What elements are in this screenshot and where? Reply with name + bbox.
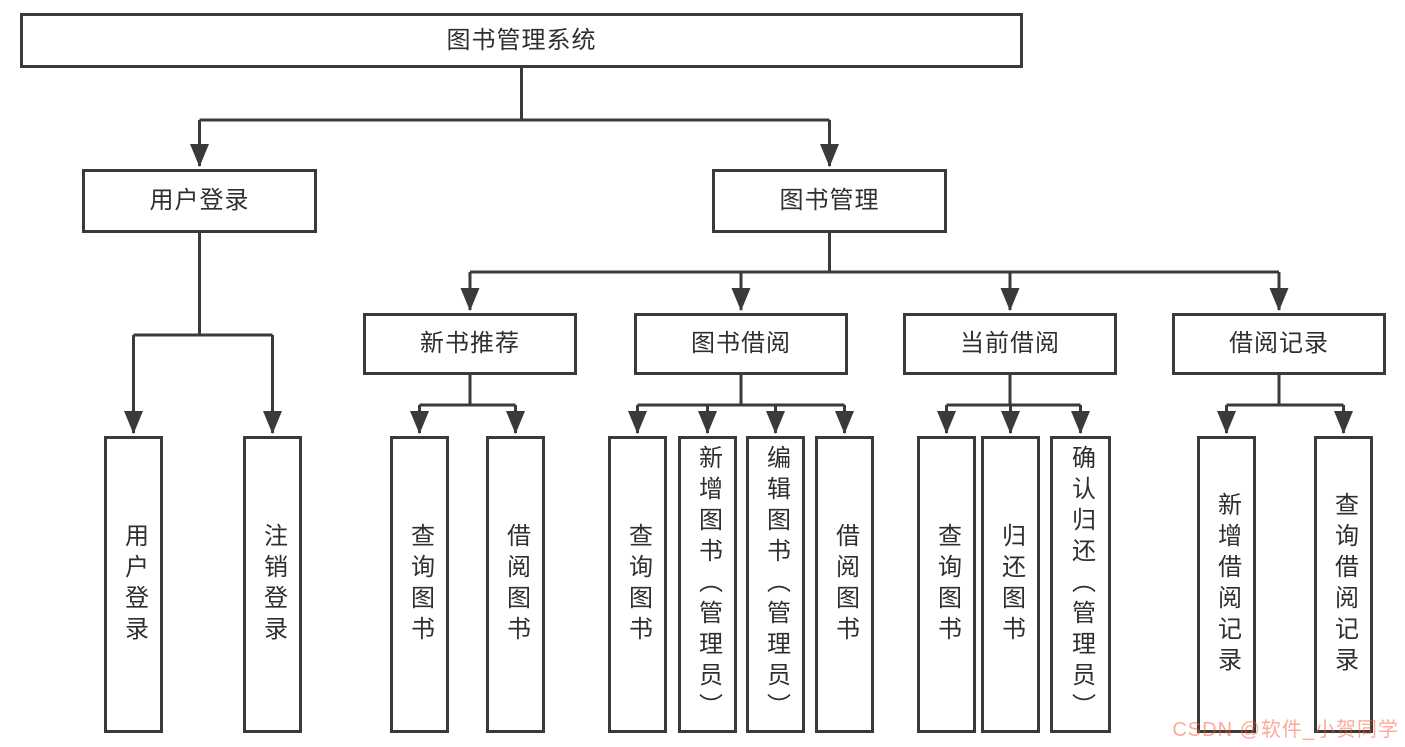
leaf-borrow-add-books-admin: 新增图书（管理员） [678,436,737,733]
leaf-logout: 注销登录 [243,436,302,733]
node-label: 新增借阅记录 [1213,491,1241,678]
node-label: 新书推荐 [420,330,520,357]
leaf-newbook-borrow-books: 借阅图书 [486,436,545,733]
node-label: 用户登录 [149,187,250,214]
node-label: 借阅图书 [831,522,859,647]
node-label: 借阅记录 [1229,330,1329,357]
node-label: 图书管理系统 [446,26,597,54]
node-label: 当前借阅 [960,330,1060,357]
leaf-borrow-borrow-books: 借阅图书 [815,436,874,733]
leaf-newbook-query-books: 查询图书 [390,436,449,733]
leaf-borrow-edit-books-admin: 编辑图书（管理员） [746,436,805,733]
node-label: 新增图书（管理员） [694,445,722,724]
node-label: 编辑图书（管理员） [762,445,790,724]
csdn-watermark: CSDN @软件_小贺同学 [1172,719,1399,741]
leaf-records-add-borrow-record: 新增借阅记录 [1197,436,1256,733]
node-label: 用户登录 [120,522,148,647]
node-label: 归还图书 [997,522,1025,647]
leaf-current-confirm-return-admin: 确认归还（管理员） [1050,436,1111,733]
node-book-borrow: 图书借阅 [634,313,848,375]
node-label: 查询图书 [406,522,434,647]
leaf-user-login: 用户登录 [104,436,163,733]
node-label: 查询图书 [624,522,652,647]
leaf-records-query-borrow-record: 查询借阅记录 [1314,436,1373,733]
node-borrow-records: 借阅记录 [1172,313,1386,375]
node-label: 注销登录 [259,522,287,647]
node-user-login: 用户登录 [82,169,317,233]
node-label: 查询图书 [933,522,961,647]
node-label: 借阅图书 [502,522,530,647]
node-label: 确认归还（管理员） [1067,445,1095,724]
node-label: 图书借阅 [691,330,791,357]
node-label: 查询借阅记录 [1330,491,1358,678]
node-library-system: 图书管理系统 [20,13,1023,68]
leaf-current-query-books: 查询图书 [917,436,976,733]
node-label: 图书管理 [779,187,880,214]
leaf-borrow-query-books: 查询图书 [608,436,667,733]
node-current-borrow: 当前借阅 [903,313,1117,375]
node-new-book-recommend: 新书推荐 [363,313,577,375]
leaf-current-return-books: 归还图书 [981,436,1040,733]
node-book-management: 图书管理 [712,169,947,233]
